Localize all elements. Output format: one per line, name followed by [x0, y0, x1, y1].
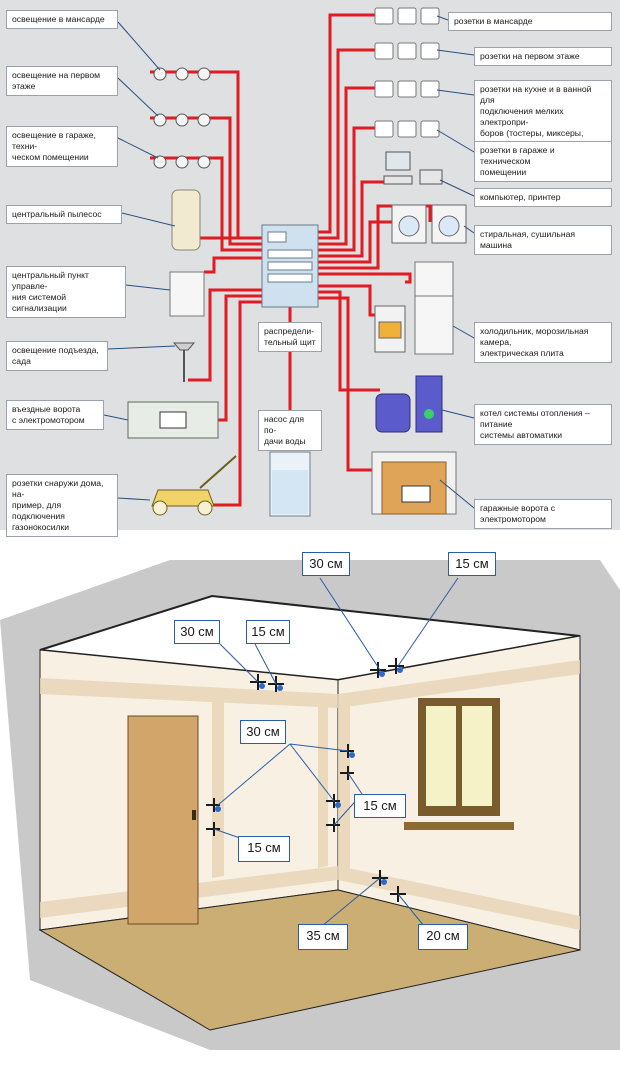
lamp-row-first-floor — [153, 113, 211, 127]
room-illustration — [0, 560, 620, 1050]
label-garage-door: гаражные ворота с электромотором — [474, 499, 612, 529]
wiring-scheme-illustration — [103, 7, 475, 517]
wire-first-sockets — [318, 48, 375, 240]
computer-icon — [383, 151, 443, 185]
label-central-vacuum: центральный пылесос — [6, 205, 122, 224]
lawnmower-icon — [151, 455, 237, 516]
garage-door-icon — [371, 451, 457, 515]
measure-middle-30: 30 см — [240, 720, 286, 744]
wire-outdoor — [210, 300, 262, 507]
leader-lines — [103, 15, 475, 509]
wire-first-floor-lighting — [150, 116, 262, 246]
socket-rows — [374, 7, 440, 138]
lamp-row-attic — [153, 67, 211, 81]
vacuum-icon — [171, 189, 201, 251]
wire-attic-sockets — [318, 13, 375, 234]
label-attic-lighting: освещение в мансарде — [6, 10, 118, 29]
wiring-lines — [150, 13, 432, 507]
wire-dryer — [318, 204, 432, 270]
porch-lamp-icon — [172, 342, 196, 382]
door-icon — [127, 715, 199, 925]
label-fridge: холодильник, морозильная камера, электри… — [474, 322, 612, 363]
wire-boiler — [318, 290, 380, 392]
measure-ceiling-top-15: 15 см — [448, 552, 496, 576]
fridge-icon — [414, 261, 454, 355]
label-water-pump: насос для по- дачи воды — [258, 410, 322, 451]
label-alarm-control: центральный пункт управле- ния системой … — [6, 266, 126, 318]
marker-dots — [215, 667, 403, 885]
label-attic-sockets: розетки в мансарде — [448, 12, 612, 31]
label-porch-lighting: освещение подъезда, сада — [6, 341, 108, 371]
distribution-board-icon — [261, 224, 319, 308]
wire-stove — [318, 284, 375, 317]
wire-kitchen-sockets — [318, 86, 375, 246]
label-computer: компьютер, принтер — [474, 188, 612, 207]
measure-ceiling-left-30: 30 см — [174, 620, 220, 644]
label-garage-sockets: розетки в гараже и техническом помещении — [474, 141, 612, 182]
label-boiler: котел системы отопления – питание систем… — [474, 404, 612, 445]
label-distribution-board: распредели- тельный щит — [258, 322, 322, 352]
water-pump-icon — [269, 451, 311, 517]
gate-icon — [127, 401, 219, 439]
wire-garage-sockets — [318, 126, 375, 252]
lamp-row-garage — [153, 155, 211, 169]
wire-washer — [318, 220, 392, 264]
label-entry-gate: въездные ворота с электромотором — [6, 400, 104, 430]
label-outdoor-sockets: розетки снаружи дома, на- пример, для по… — [6, 474, 118, 537]
wire-alarm — [204, 256, 262, 274]
measure-ceiling-left-15: 15 см — [246, 620, 290, 644]
label-washer-dryer: стиральная, сушильная машина — [474, 225, 612, 255]
boiler-icon — [375, 375, 443, 433]
label-first-floor-lighting: освещение на первом этаже — [6, 66, 118, 96]
measure-door-15: 15 см — [238, 836, 290, 862]
window-icon — [404, 698, 514, 830]
alarm-panel-icon — [169, 271, 205, 317]
wire-gate — [218, 294, 262, 422]
label-garage-lighting: освещение в гараже, техни- ческом помеще… — [6, 126, 118, 167]
measure-middle-15: 15 см — [354, 794, 406, 818]
wire-garage-lighting — [150, 156, 262, 252]
wire-fridge — [318, 272, 412, 284]
measure-leaders — [213, 577, 459, 927]
wire-garage-door — [318, 296, 372, 472]
stove-icon — [374, 305, 406, 353]
measure-floor-35: 35 см — [298, 924, 348, 950]
measure-floor-20: 20 см — [418, 924, 468, 950]
label-first-floor-sockets: розетки на первом этаже — [474, 47, 612, 66]
wire-attic-lighting — [150, 70, 262, 240]
wire-porch — [188, 288, 262, 382]
measure-ceiling-top-30: 30 см — [302, 552, 350, 576]
washer-dryer-icon — [391, 204, 467, 244]
wire-computer — [318, 180, 385, 258]
